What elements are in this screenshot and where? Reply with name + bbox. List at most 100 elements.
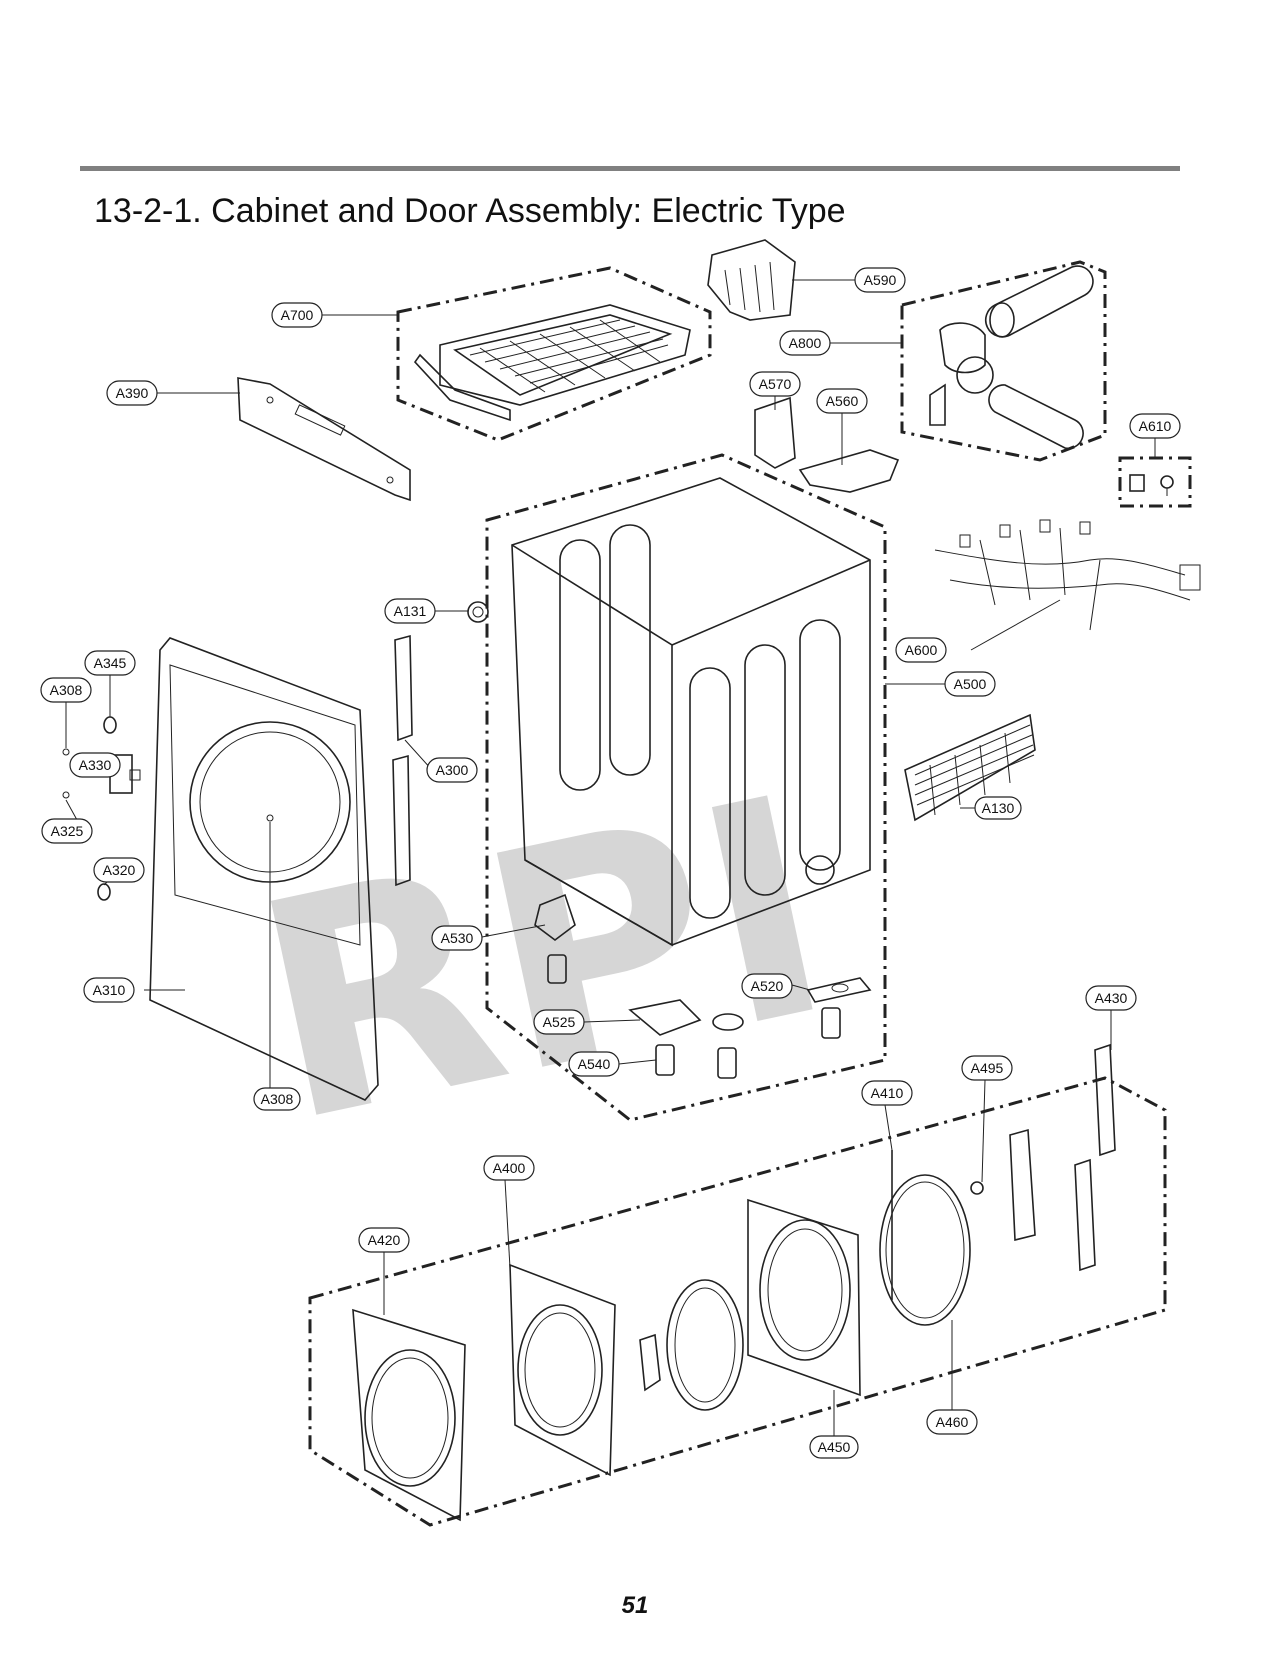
label-a600: A600 (895, 637, 947, 663)
label-a300-text: A300 (436, 762, 469, 778)
label-a308-upper: A308 (40, 677, 92, 703)
label-a570-text: A570 (759, 376, 792, 392)
group-outline-door (308, 1076, 1167, 1527)
label-a310: A310 (83, 977, 135, 1003)
label-a500-text: A500 (954, 676, 987, 692)
label-a400-text: A400 (493, 1160, 526, 1176)
cabinet-a500 (511, 477, 871, 947)
watermark: RPI (232, 732, 855, 1190)
page-title: 13-2-1. Cabinet and Door Assembly: Elect… (94, 192, 846, 230)
bracket-a590 (707, 239, 796, 321)
door-frame-a400 (509, 1263, 616, 1477)
label-a450-text: A450 (818, 1439, 851, 1455)
label-a500: A500 (944, 671, 996, 697)
label-a390-text: A390 (116, 385, 149, 401)
bracket-a300 (392, 634, 413, 887)
grommet-a345 (103, 716, 117, 734)
label-a400: A400 (483, 1155, 535, 1181)
control-panel-bracket-a390 (237, 377, 411, 502)
plate-a570 (754, 396, 796, 469)
exhaust-duct-a800 (929, 265, 1094, 450)
screw-a308-upper (62, 748, 70, 756)
label-a610-text: A610 (1139, 418, 1172, 434)
label-a325: A325 (41, 818, 93, 844)
label-a330: A330 (69, 752, 121, 778)
lint-filter-housing-a700 (413, 304, 691, 422)
label-a610: A610 (1129, 413, 1181, 439)
label-a420-text: A420 (368, 1232, 401, 1248)
label-a800-text: A800 (789, 335, 822, 351)
label-a325-text: A325 (51, 823, 84, 839)
label-a430-text: A430 (1095, 990, 1128, 1006)
page-number: 51 (621, 1592, 649, 1619)
label-a540: A540 (568, 1051, 620, 1077)
label-a525-text: A525 (543, 1014, 576, 1030)
screw-a325 (62, 791, 70, 799)
door-inner-a450 (747, 1198, 861, 1397)
label-a700: A700 (271, 302, 323, 328)
label-a495-text: A495 (971, 1060, 1004, 1076)
group-outline-a700 (396, 266, 712, 442)
connector-a610 (1129, 474, 1174, 496)
leg-a530 (547, 954, 567, 984)
label-a495: A495 (961, 1055, 1013, 1081)
wire-harness-a600 (934, 519, 1201, 631)
bracket-a525 (628, 999, 702, 1036)
door-gasket-a460 (879, 1174, 971, 1326)
label-a131: A131 (384, 598, 436, 624)
leader-lines (65, 279, 1156, 1436)
label-a310-text: A310 (93, 982, 126, 998)
label-a540-text: A540 (578, 1056, 611, 1072)
label-a420: A420 (358, 1227, 410, 1253)
label-a430: A430 (1085, 985, 1137, 1011)
label-a320: A320 (93, 857, 145, 883)
front-panel-a310 (149, 637, 379, 1101)
label-a460-text: A460 (936, 1414, 969, 1430)
label-a308-lower: A308 (253, 1087, 301, 1111)
label-a570: A570 (749, 371, 801, 397)
part-a560 (798, 449, 900, 493)
label-a450: A450 (809, 1435, 859, 1459)
grommet-a320 (97, 883, 111, 901)
label-a600-text: A600 (905, 642, 938, 658)
label-a560-text: A560 (826, 393, 859, 409)
label-a590-text: A590 (864, 272, 897, 288)
label-a520-text: A520 (751, 978, 784, 994)
hinge-a430 (1009, 1043, 1116, 1272)
grille-a130 (904, 713, 1036, 822)
label-a320-text: A320 (103, 862, 136, 878)
label-a525: A525 (533, 1009, 585, 1035)
label-a410: A410 (861, 1080, 913, 1106)
label-a345-text: A345 (94, 655, 127, 671)
label-a590: A590 (854, 267, 906, 293)
label-a345: A345 (84, 650, 136, 676)
label-a410-text: A410 (871, 1085, 904, 1101)
screw-a495 (970, 1181, 984, 1195)
door-outer-a420 (352, 1308, 466, 1522)
label-a308-lower-text: A308 (261, 1091, 294, 1107)
label-a308-upper-text: A308 (50, 682, 83, 698)
bracket-a530 (534, 893, 576, 941)
door-glass-ring (666, 1279, 744, 1411)
label-a800: A800 (779, 330, 831, 356)
label-a530: A530 (431, 925, 483, 951)
label-a130-text: A130 (982, 800, 1015, 816)
screw-a308-lower (266, 814, 274, 822)
hinge-cover (639, 1333, 661, 1392)
label-a460: A460 (926, 1409, 978, 1435)
group-outline-a800 (900, 260, 1107, 462)
header-rule (80, 166, 1180, 171)
label-a300: A300 (426, 757, 478, 783)
label-a390: A390 (106, 380, 158, 406)
label-a560: A560 (816, 388, 868, 414)
leg-a520 (821, 1007, 841, 1039)
label-a131-text: A131 (394, 603, 427, 619)
bracket-a520 (806, 977, 872, 1003)
group-outline-cabinet (485, 453, 887, 1122)
label-a530-text: A530 (441, 930, 474, 946)
label-a330-text: A330 (79, 757, 112, 773)
leg-a540-mid (712, 1013, 744, 1079)
label-a520: A520 (741, 973, 793, 999)
